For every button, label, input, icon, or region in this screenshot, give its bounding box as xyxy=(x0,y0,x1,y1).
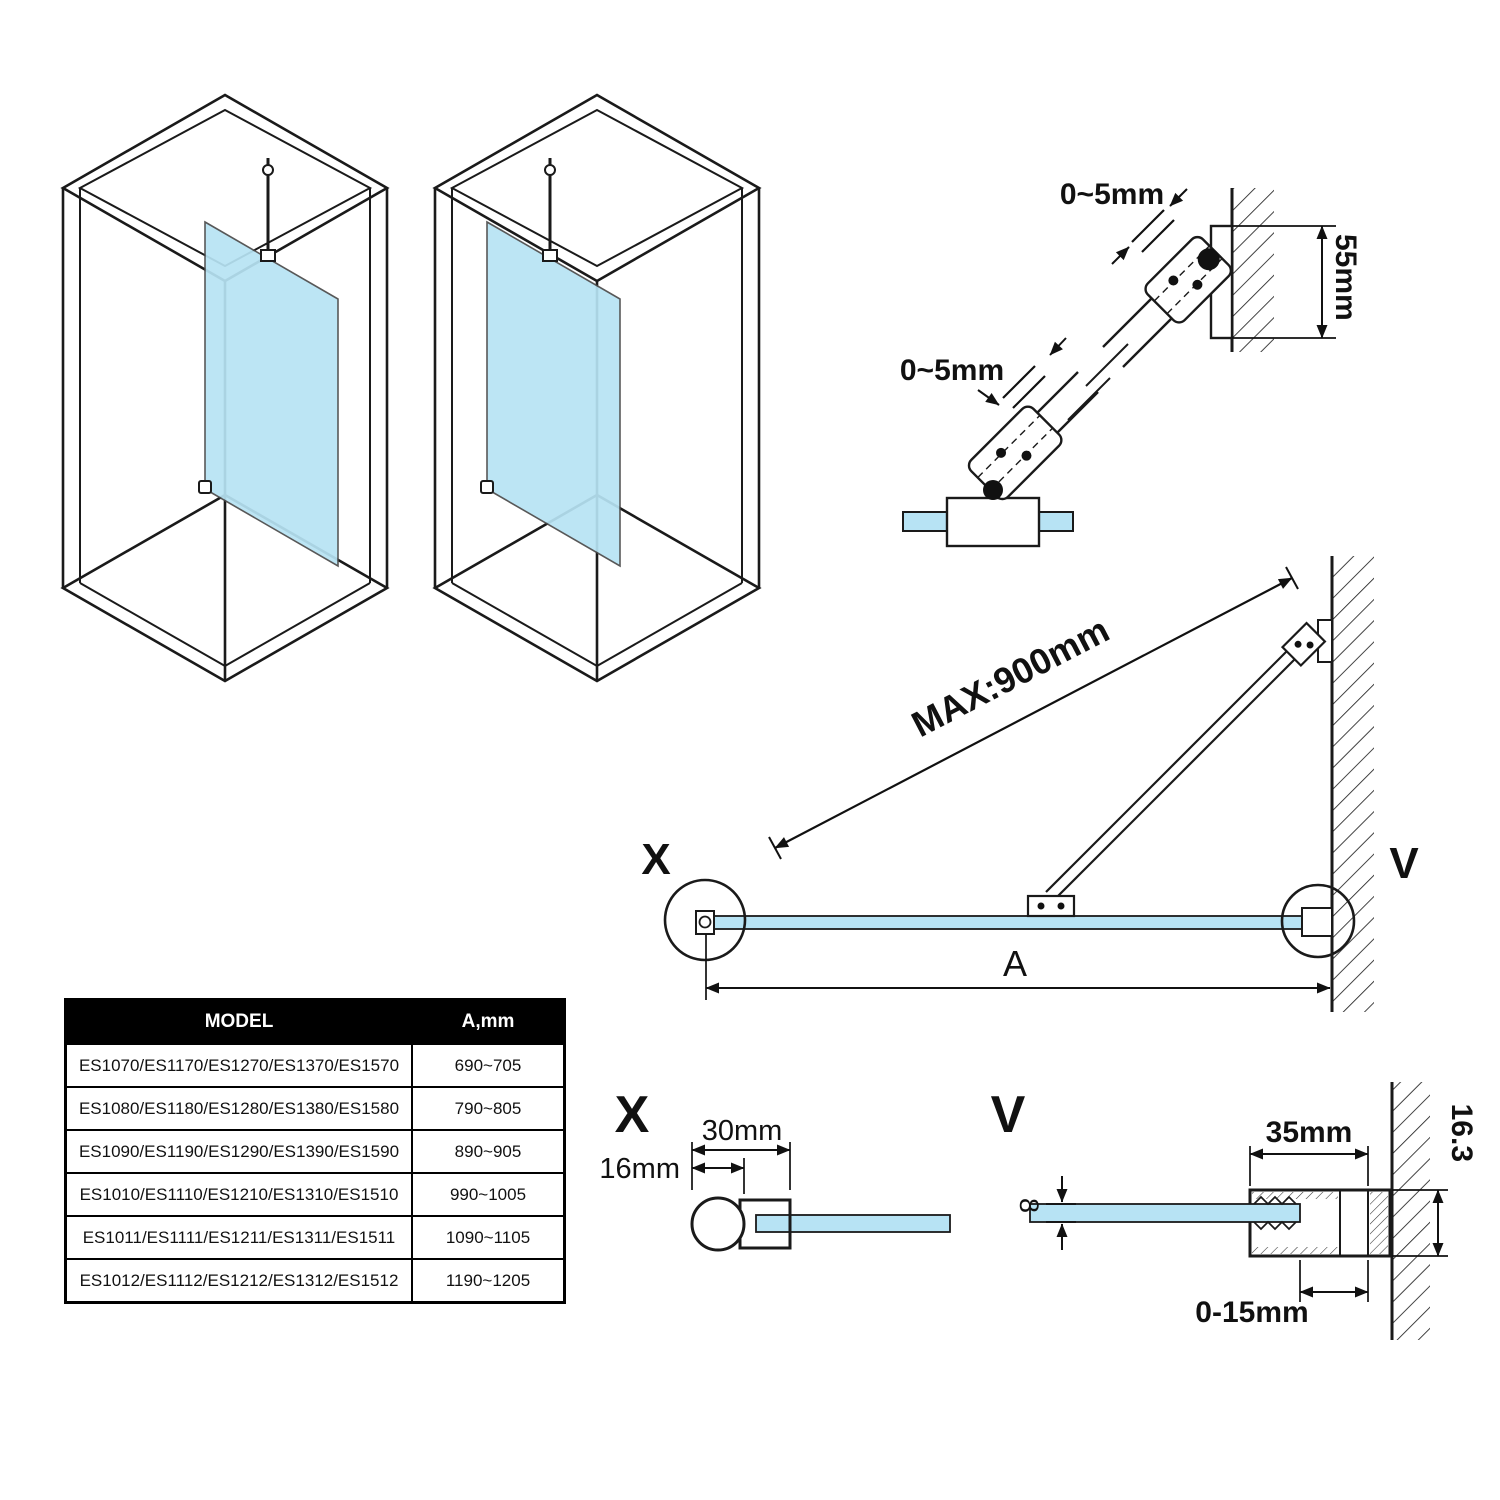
wall-hatch xyxy=(1232,188,1274,352)
callout-x-label: X xyxy=(641,835,670,884)
bar-glass-clamp-plan xyxy=(1026,894,1076,918)
wall-profile-plan xyxy=(1301,907,1333,937)
profile-width-label: 35mm xyxy=(1266,1116,1353,1149)
support-bar-mount-detail: 0~5mm 0~5mm 55mm xyxy=(900,178,1362,548)
table-row: ES1070/ES1170/ES1270/ES1370/ES1570 690~7… xyxy=(64,1043,566,1088)
glass-thickness-label: 8 xyxy=(1014,1198,1044,1213)
wall-plate-height-label: 55mm xyxy=(1329,234,1362,321)
gap-mid-dim-label: 0~5mm xyxy=(900,354,1004,387)
model-table: MODEL A,mm ES1070/ES1170/ES1270/ES1370/E… xyxy=(64,998,566,1304)
support-bar-plan xyxy=(1045,636,1302,893)
table-row: ES1010/ES1110/ES1210/ES1310/ES1510 990~1… xyxy=(64,1172,566,1217)
plan-view: X V MAX:900mm A xyxy=(641,556,1419,1012)
glass-clamp-block xyxy=(945,496,1041,548)
callout-v-label: V xyxy=(1389,839,1419,888)
shower-isometric-left xyxy=(61,93,389,683)
upper-clamp xyxy=(1144,235,1233,324)
table-row: ES1080/ES1180/ES1280/ES1380/ES1580 790~8… xyxy=(64,1086,566,1131)
a-value-cell: 690~705 xyxy=(411,1043,566,1088)
support-bar-ceiling-fitting xyxy=(262,164,274,176)
tube-break-marks xyxy=(1067,343,1129,421)
glass-panel-plan xyxy=(705,915,1317,930)
glass-panel xyxy=(486,220,621,568)
overall-width-label: 30mm xyxy=(702,1115,783,1147)
detail-v-title: V xyxy=(991,1086,1026,1144)
table-row: ES1012/ES1112/ES1212/ES1312/ES1512 1190~… xyxy=(64,1258,566,1304)
a-value-cell: 890~905 xyxy=(411,1129,566,1174)
wall-profile-section xyxy=(1248,1188,1392,1258)
a-value-cell: 1190~1205 xyxy=(411,1258,566,1304)
detail-x: X 30mm 16mm xyxy=(599,1086,951,1252)
glass-section xyxy=(755,1214,951,1233)
floor-anchor xyxy=(198,480,212,494)
glass-panel xyxy=(204,220,339,568)
table-header-a: A,mm xyxy=(411,998,566,1045)
a-value-cell: 990~1005 xyxy=(411,1172,566,1217)
detail-v: V 35mm 16.3 8 0-15mm xyxy=(991,1082,1478,1340)
shower-isometric-right xyxy=(433,93,761,683)
table-row: ES1011/ES1111/ES1211/ES1311/ES1511 1090~… xyxy=(64,1215,566,1260)
table-header-row: MODEL A,mm xyxy=(64,998,566,1045)
detail-callout-circle-v xyxy=(1280,883,1356,959)
support-bar-ceiling-fitting xyxy=(544,164,556,176)
gap-top-dim-label: 0~5mm xyxy=(1060,178,1164,211)
table-header-model: MODEL xyxy=(64,998,413,1045)
wall-hatch xyxy=(1332,556,1374,1012)
post-width-label: 16mm xyxy=(599,1153,680,1185)
table-row: ES1090/ES1190/ES1290/ES1390/ES1590 890~9… xyxy=(64,1129,566,1174)
width-a-label: A xyxy=(1003,943,1027,984)
detail-callout-circle-x xyxy=(663,878,747,962)
model-cell: ES1090/ES1190/ES1290/ES1390/ES1590 xyxy=(64,1129,413,1174)
floor-anchor xyxy=(480,480,494,494)
wall-hatch xyxy=(1392,1082,1430,1340)
model-cell: ES1010/ES1110/ES1210/ES1310/ES1510 xyxy=(64,1172,413,1217)
round-post-profile xyxy=(690,1196,746,1252)
adjustment-range-label: 0-15mm xyxy=(1195,1296,1308,1329)
support-bar-glass-clamp xyxy=(260,249,276,262)
support-bar-glass-clamp xyxy=(542,249,558,262)
clamp-serration-top xyxy=(1253,1195,1297,1206)
clamp-serration-bottom xyxy=(1253,1220,1297,1231)
pivot-pin xyxy=(983,480,1003,500)
a-value-cell: 1090~1105 xyxy=(411,1215,566,1260)
model-cell: ES1012/ES1112/ES1212/ES1312/ES1512 xyxy=(64,1258,413,1304)
model-cell: ES1080/ES1180/ES1280/ES1380/ES1580 xyxy=(64,1086,413,1131)
model-cell: ES1070/ES1170/ES1270/ES1370/ES1570 xyxy=(64,1043,413,1088)
glass-section xyxy=(1029,1203,1301,1223)
model-cell: ES1011/ES1111/ES1211/ES1311/ES1511 xyxy=(64,1215,413,1260)
detail-x-title: X xyxy=(615,1086,650,1144)
profile-height-label: 16.3 xyxy=(1445,1104,1478,1162)
a-value-cell: 790~805 xyxy=(411,1086,566,1131)
lower-clamp xyxy=(967,405,1063,501)
